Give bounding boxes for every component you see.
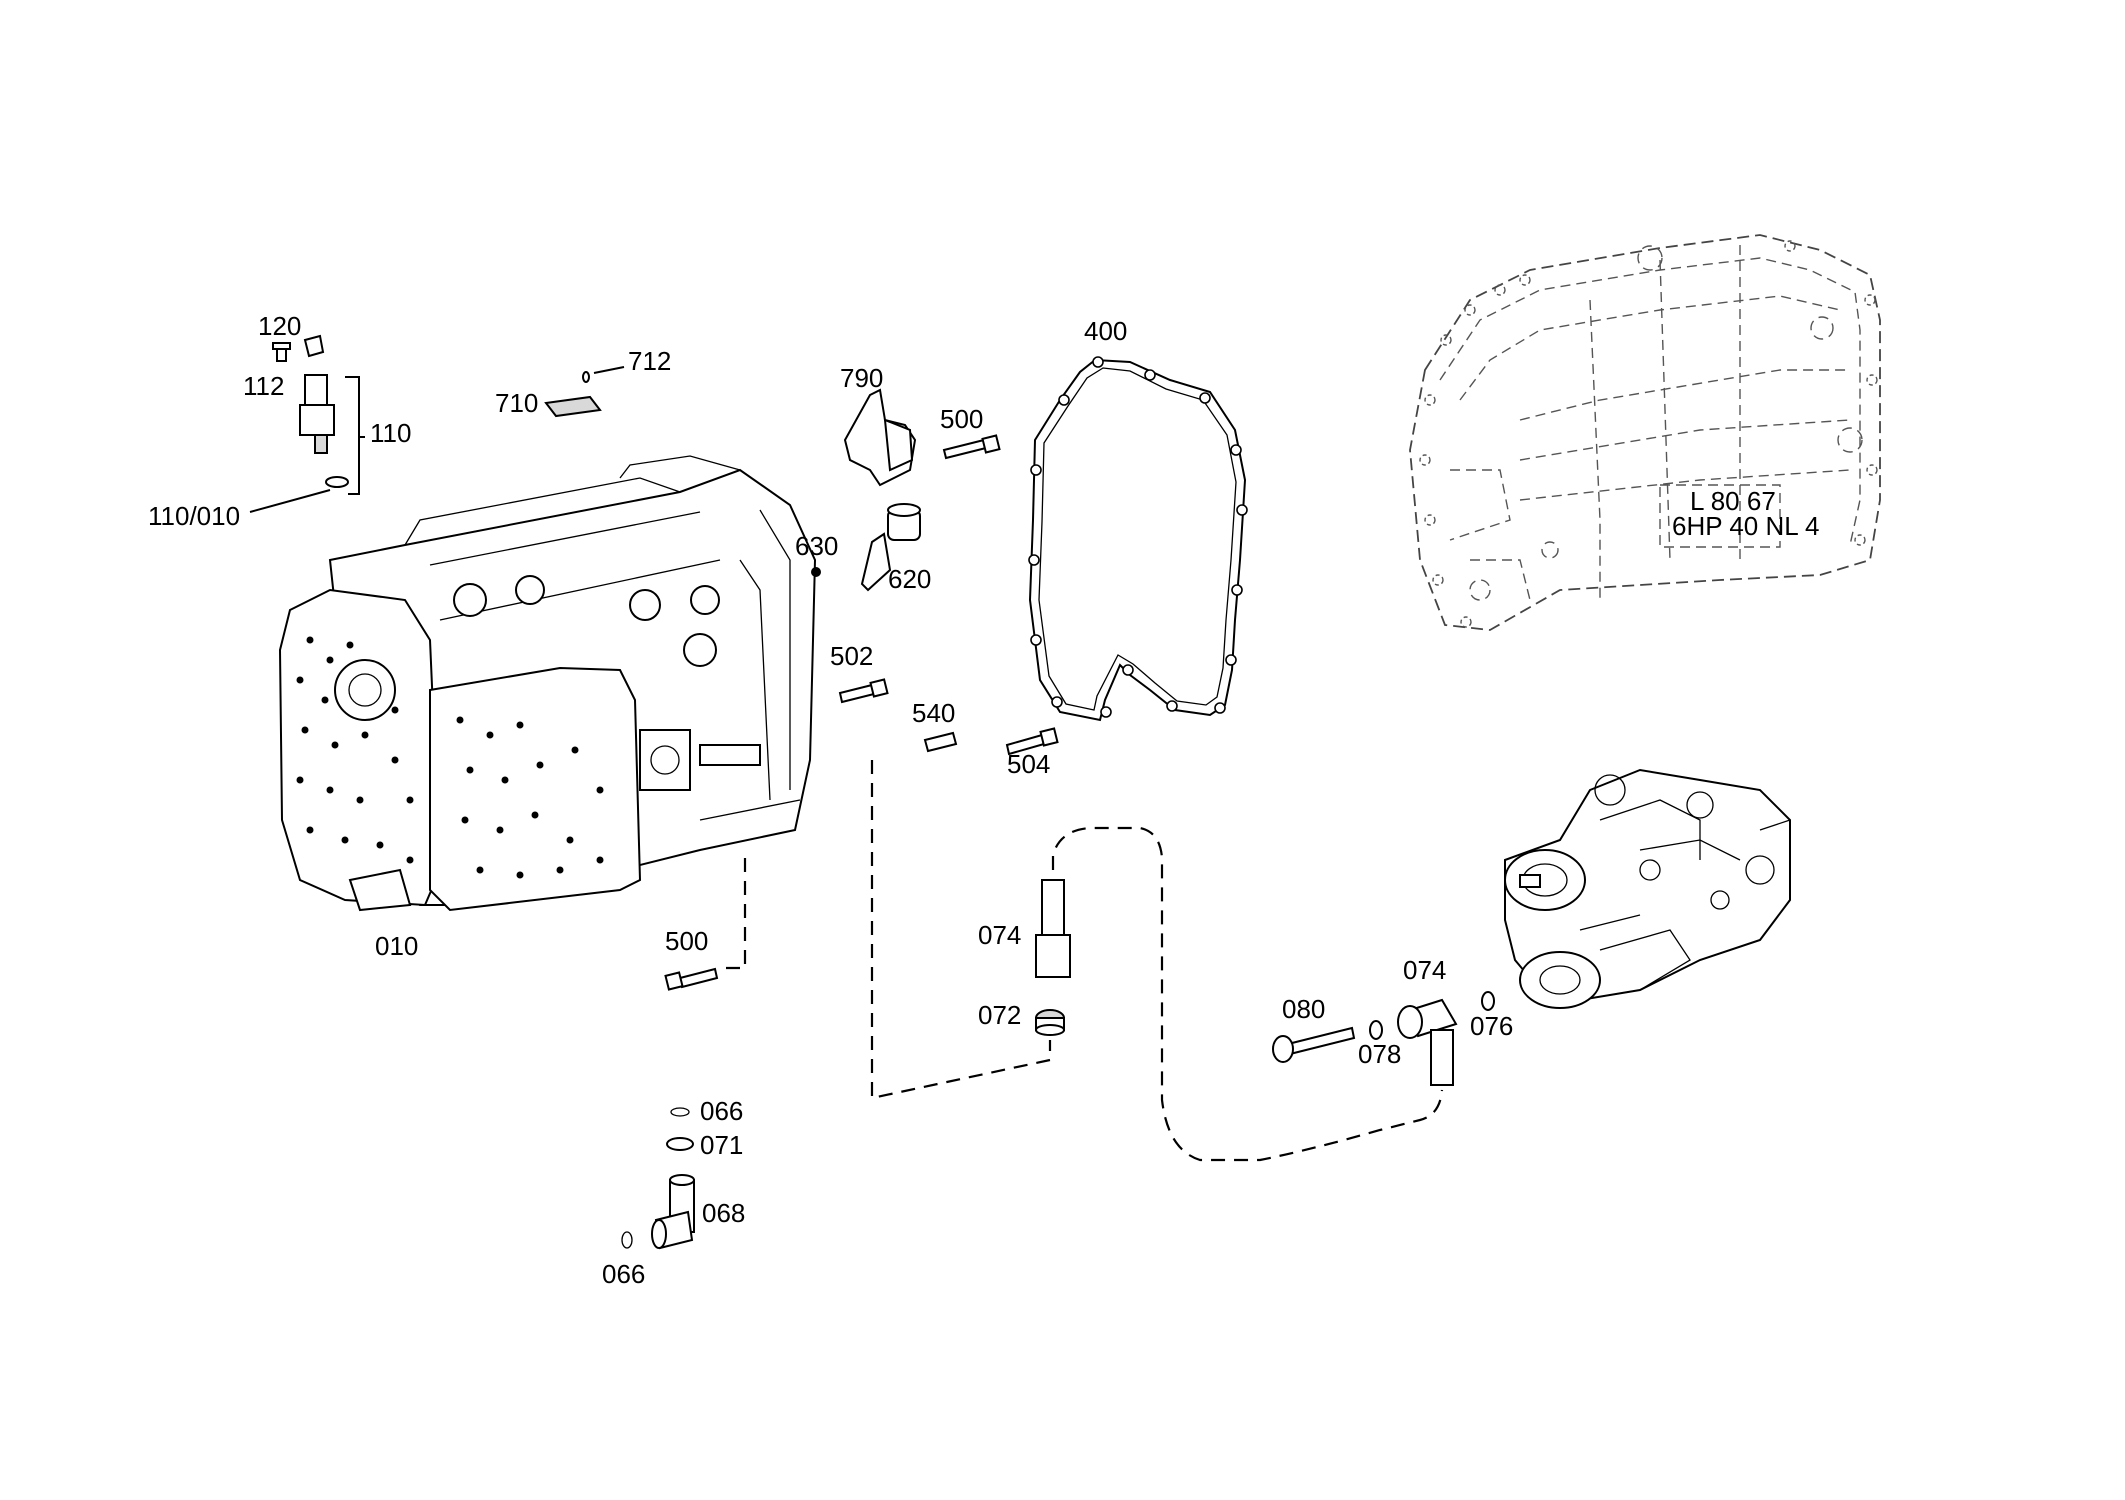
label-790: 790 (840, 363, 883, 393)
label-540: 540 (912, 698, 955, 728)
label-068: 068 (702, 1198, 745, 1228)
washer-078 (1369, 1020, 1383, 1040)
dash-pipe-left (870, 760, 1052, 1100)
label-710: 710 (495, 388, 538, 418)
bolt-504 (1005, 727, 1059, 756)
reference-transmission-ghost: L 80 67 6HP 40 NL 4 (1409, 234, 1881, 631)
banjo-fitting-074-right (1397, 998, 1458, 1086)
label-010: 010 (375, 931, 418, 961)
bolt-502 (838, 678, 889, 704)
pipe-074-left (1035, 879, 1071, 978)
bolt-500-top (942, 434, 1001, 460)
label-066-bottom: 066 (602, 1259, 645, 1289)
label-074-left: 074 (978, 920, 1021, 950)
label-620: 620 (888, 564, 931, 594)
label-072: 072 (978, 1000, 1021, 1030)
label-110-010: 110/010 (148, 501, 240, 531)
label-712: 712 (628, 346, 671, 376)
cover-plate-710 (544, 371, 602, 418)
label-076: 076 (1470, 1011, 1513, 1041)
label-078: 078 (1358, 1039, 1401, 1069)
label-110: 110 (370, 418, 411, 448)
label-074-right: 074 (1403, 955, 1446, 985)
label-630: 630 (795, 531, 838, 561)
label-400: 400 (1084, 316, 1127, 346)
banjo-bolt-080 (1272, 1026, 1356, 1063)
transmission-housing-010 (278, 455, 817, 912)
pin-540 (923, 731, 958, 753)
label-504: 504 (1007, 749, 1050, 779)
dash-pipe-route (1051, 826, 1444, 1162)
elbow-fitting-068 (651, 1174, 695, 1250)
label-080: 080 (1282, 994, 1325, 1024)
breather-620 (860, 503, 921, 592)
label-502: 502 (830, 641, 873, 671)
seal-072 (1035, 1009, 1065, 1036)
label-066-top: 066 (700, 1096, 743, 1126)
bracket-790 (843, 388, 917, 487)
speed-sensor-110 (272, 334, 349, 488)
label-120: 120 (258, 311, 301, 341)
callout-labels: 120 112 110 110/010 710 712 790 500 400 … (148, 311, 1513, 1289)
plate-text-line2: 6HP 40 NL 4 (1672, 511, 1819, 541)
dash-500-bottom (720, 858, 747, 970)
reference-pump-assembly (1504, 768, 1791, 1009)
plug-630 (811, 567, 821, 577)
gasket-400 (1028, 356, 1248, 722)
plate-text-line1: L 80 67 (1690, 486, 1776, 516)
label-500-bottom: 500 (665, 926, 708, 956)
label-071: 071 (700, 1130, 743, 1160)
label-112: 112 (243, 371, 284, 401)
label-500-top: 500 (940, 404, 983, 434)
o-rings-066-071 (621, 1107, 694, 1249)
bolt-500-bottom (664, 967, 719, 991)
washer-076 (1481, 991, 1495, 1011)
